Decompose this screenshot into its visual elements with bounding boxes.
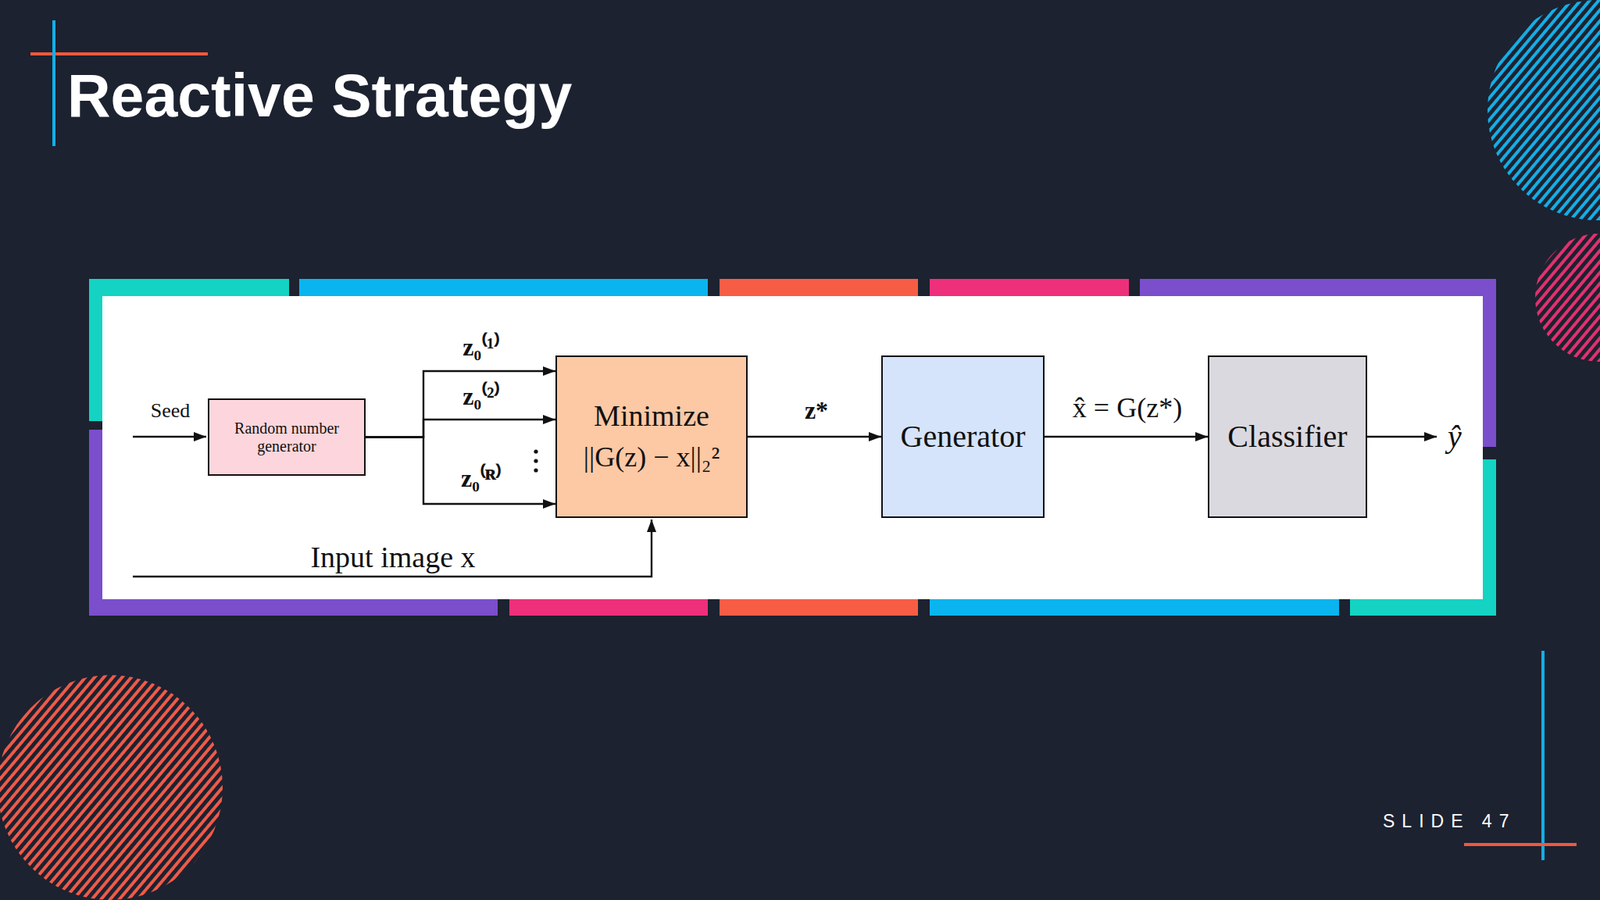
hatched-circle	[0, 675, 223, 900]
frame-segment	[719, 599, 918, 616]
box-label: ||G(z) − x||₂²	[583, 441, 720, 474]
process-box: Generator	[881, 355, 1045, 518]
output-label: ŷ	[1447, 421, 1462, 453]
input-label: Seed	[150, 400, 191, 422]
accent-line	[1541, 650, 1545, 861]
frame-segment	[1139, 278, 1497, 297]
process-box: Classifier	[1207, 355, 1368, 518]
frame-segment	[929, 278, 1129, 297]
ellipsis-dot	[533, 467, 538, 472]
connector-arrow	[747, 435, 882, 438]
accent-line	[30, 52, 208, 56]
process-box: Random number generator	[207, 398, 366, 476]
process-box: Minimize ||G(z) − x||₂²	[555, 355, 748, 518]
input-wire	[132, 519, 652, 577]
input-arrow	[132, 435, 207, 438]
slide-number: SLIDE 47	[1382, 812, 1516, 831]
connector-arrow	[365, 419, 556, 438]
frame-segment	[1482, 278, 1497, 447]
box-label: Classifier	[1227, 418, 1347, 455]
frame-segment	[89, 278, 103, 422]
box-label: Random number generator	[215, 419, 358, 456]
diagram-panel	[102, 296, 1483, 600]
accent-line	[52, 20, 56, 147]
signal-label: z₀⁽¹⁾	[462, 334, 500, 360]
connector-arrow	[365, 437, 556, 505]
ellipsis-dot	[533, 458, 538, 463]
frame-segment	[1482, 459, 1497, 616]
signal-label: x̂ = G(z*)	[1072, 393, 1183, 422]
connector-arrow	[1044, 435, 1208, 438]
accent-line	[1464, 842, 1577, 847]
signal-label: z₀⁽²⁾	[462, 383, 500, 409]
frame-segment	[89, 278, 290, 297]
input-label: Input image x	[310, 542, 475, 572]
frame-segment	[509, 599, 708, 616]
ellipsis-dot	[533, 449, 538, 454]
signal-label: z*	[804, 397, 829, 423]
frame-segment	[299, 278, 708, 297]
box-label: Generator	[900, 418, 1026, 455]
slide-title: Reactive Strategy	[67, 65, 572, 126]
output-arrow	[1367, 435, 1437, 438]
hatched-circle	[1487, 0, 1600, 221]
signal-label: z₀⁽ᴿ⁾	[460, 465, 502, 491]
frame-segment	[89, 599, 498, 616]
connector-arrow	[365, 371, 556, 438]
hatched-circle	[1535, 233, 1600, 362]
box-label: Minimize	[593, 399, 710, 434]
frame-segment	[1350, 599, 1497, 616]
frame-segment	[929, 599, 1340, 616]
frame-segment	[719, 278, 918, 297]
frame-segment	[89, 429, 103, 616]
